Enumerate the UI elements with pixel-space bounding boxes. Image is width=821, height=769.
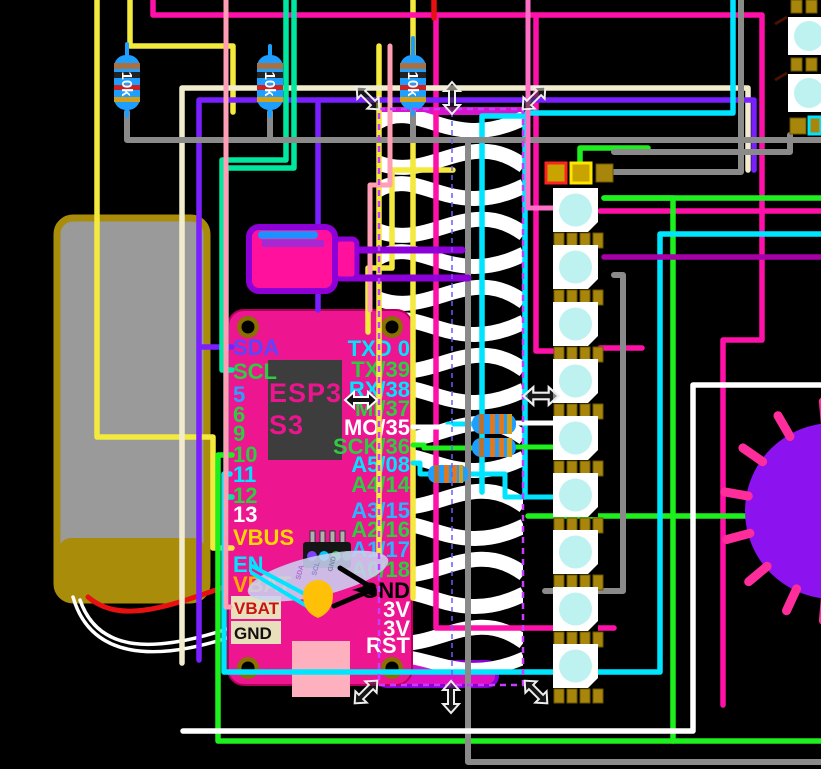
neopixel-led[interactable] <box>553 302 604 363</box>
wire-white[interactable] <box>180 382 821 734</box>
neopixel-led[interactable] <box>553 473 604 534</box>
resistor-value-label: 10k <box>261 71 278 97</box>
pad-label: GND <box>234 624 272 643</box>
wire-cyan[interactable] <box>479 113 528 500</box>
pin-label: 12 <box>233 483 257 508</box>
solder-pad-gnd[interactable]: GND <box>231 621 281 644</box>
neopixel-led[interactable] <box>553 416 604 477</box>
pin-label: 10 <box>233 442 257 467</box>
chip-title-bottom: S3 <box>269 410 304 440</box>
usb-connector <box>292 641 350 697</box>
pin-label: 5 <box>233 382 245 407</box>
wire-green[interactable] <box>577 145 651 169</box>
wire-purple[interactable] <box>196 97 757 663</box>
resize-handle-right-center-icon[interactable] <box>521 384 561 408</box>
wire-cyan[interactable] <box>410 460 433 477</box>
wire-cream[interactable] <box>179 85 751 666</box>
resistor-horizontal[interactable] <box>472 414 516 434</box>
chip-title-top: ESP32 <box>269 378 358 408</box>
pin-label: 6 <box>233 402 245 427</box>
gnd-pointer-arrowhead <box>352 583 374 596</box>
wire-cyan[interactable] <box>524 0 736 116</box>
wire-gray[interactable] <box>611 132 793 155</box>
connector-mini-label: GND <box>327 556 338 573</box>
pin-label: VBUS <box>233 525 294 550</box>
piezo-element[interactable] <box>303 580 333 618</box>
resize-handle-bottom-right-icon[interactable] <box>519 675 553 709</box>
battery-wrap-end <box>59 538 205 598</box>
pin-label: SCL <box>233 359 277 384</box>
neopixel-strip[interactable] <box>544 161 614 704</box>
wire-palepink[interactable] <box>223 0 233 610</box>
connector-mini-label: SCL <box>311 560 322 576</box>
resize-handle-bottom-left-icon[interactable] <box>349 675 383 709</box>
resize-handle-top-right-icon[interactable] <box>517 81 551 115</box>
strip-pad-selected-cyan[interactable] <box>807 115 821 136</box>
pin-label: 13 <box>233 502 257 527</box>
neopixel-led[interactable] <box>553 644 604 704</box>
neopixel-led[interactable] <box>553 530 604 591</box>
resistor-horizontal[interactable] <box>472 438 516 457</box>
pin-label: SDA <box>233 335 280 360</box>
solder-pad-vbat[interactable]: VBAT <box>231 596 281 619</box>
electrolytic-capacitor[interactable] <box>246 224 472 294</box>
resistor-10k[interactable]: 10k <box>400 36 426 116</box>
pin-label: 11 <box>233 462 256 487</box>
wire-magenta[interactable] <box>533 12 558 354</box>
battery-white-wire[interactable] <box>71 595 244 654</box>
neopixel-strip-right-edge[interactable] <box>774 0 821 136</box>
pad-label: VBAT <box>234 599 280 618</box>
esp32-chip <box>268 360 342 460</box>
battery-white-wire[interactable] <box>78 598 244 647</box>
resistor-horizontal[interactable] <box>428 465 468 483</box>
resize-handle-bottom-center-icon[interactable] <box>440 679 462 715</box>
resistor-value-label: 10k <box>404 71 421 97</box>
strip-pad-selected-red[interactable] <box>544 161 568 185</box>
connector-mini-label: SDA <box>295 564 306 580</box>
resistor-10k[interactable]: 10k <box>257 44 283 118</box>
wire-gray[interactable] <box>124 109 821 143</box>
resize-handle-top-center-icon[interactable] <box>441 80 463 116</box>
selection-overlay <box>343 80 561 715</box>
resize-handle-top-left-icon[interactable] <box>351 81 385 115</box>
neopixel-led[interactable] <box>553 359 604 420</box>
wire-magenta[interactable] <box>150 0 765 708</box>
capacitor-polarity-stripe <box>258 231 318 239</box>
wire-gray[interactable] <box>465 137 821 765</box>
neopixel-led[interactable] <box>553 188 604 249</box>
strip-pad-selected-yellow[interactable] <box>569 161 593 185</box>
neopixel-led[interactable] <box>553 587 604 648</box>
esp32-s3-board[interactable]: ESP32 S3 SDA SCL 5 6 9 10 11 12 13 VBUS … <box>227 309 413 697</box>
strip-notch-mark <box>774 15 788 82</box>
resistor-value-label: 10k <box>118 71 135 97</box>
pin-label: RST <box>366 633 411 658</box>
strip-pad[interactable] <box>595 163 614 183</box>
battery-red-wire[interactable] <box>85 582 233 614</box>
neopixel-led[interactable] <box>553 245 604 306</box>
pin-label: 9 <box>233 421 245 446</box>
pin-label: 3V <box>383 597 410 622</box>
pin-label: SCK/36 <box>333 434 410 459</box>
pin-label: EN <box>233 552 264 577</box>
wire-pink[interactable] <box>525 0 558 211</box>
vibration-motor[interactable] <box>720 397 821 625</box>
wire-yellow[interactable] <box>127 0 236 115</box>
flex-cable-overlay[interactable]: SDA SCL GND <box>243 540 392 611</box>
wire-green[interactable] <box>410 442 475 451</box>
motor-tick-marks <box>720 397 821 625</box>
resize-handle-left-center-icon[interactable] <box>343 389 379 411</box>
pin-label: 3V <box>383 616 410 641</box>
strip-pad[interactable] <box>789 117 807 135</box>
wire-cyan[interactable] <box>463 471 558 500</box>
resistor-10k[interactable]: 10k <box>114 42 140 118</box>
wire-gray[interactable] <box>611 0 744 175</box>
